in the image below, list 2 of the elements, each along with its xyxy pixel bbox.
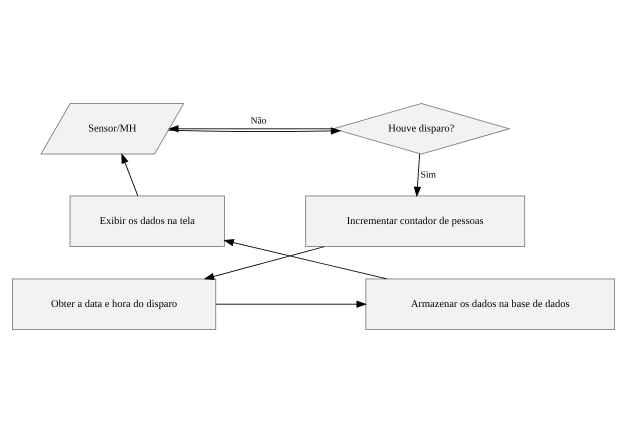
edge-label: Não: [250, 114, 267, 126]
edge-label: Sim: [420, 168, 436, 180]
